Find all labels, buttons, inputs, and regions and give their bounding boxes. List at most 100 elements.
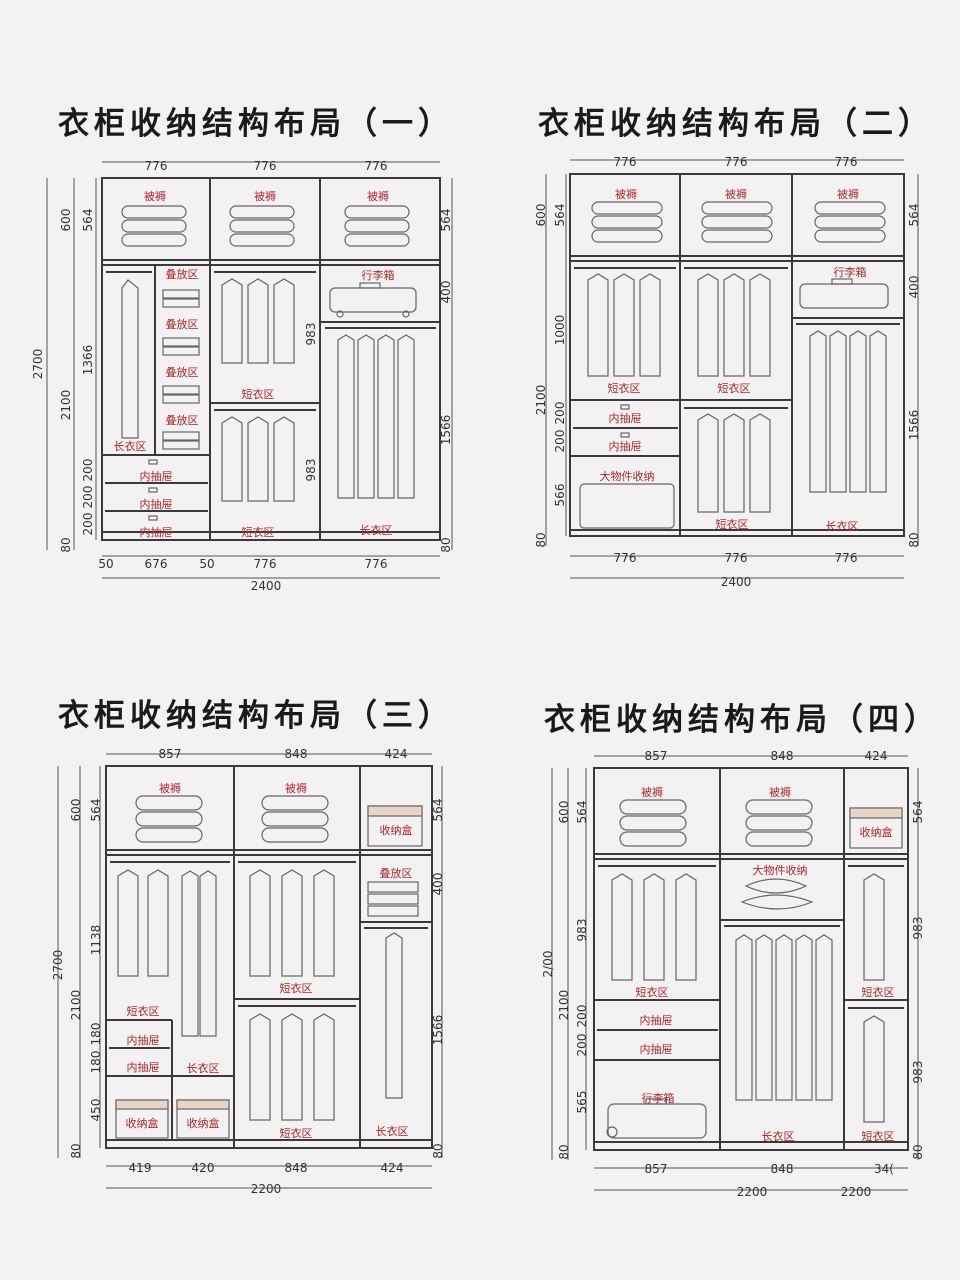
- bottom-dim: 50: [98, 557, 113, 571]
- right-dim: 983: [304, 323, 318, 346]
- short-label: 短衣区: [280, 1126, 313, 1140]
- top-dim: 857: [645, 749, 668, 763]
- left-dim: 2100: [534, 385, 548, 416]
- quilt-label: 被褥: [285, 781, 307, 795]
- short-label: 短衣区: [862, 985, 895, 999]
- top-dim: 776: [365, 159, 388, 173]
- luggage-label: 行李箱: [642, 1091, 675, 1105]
- left-inner-dim: 564: [553, 204, 567, 227]
- long-label: 长衣区: [762, 1129, 795, 1143]
- quilt-label: 被褥: [837, 187, 859, 201]
- top-dim: 848: [771, 749, 794, 763]
- cabinet-frame: [101, 177, 441, 541]
- short-label: 短衣区: [716, 517, 749, 531]
- bottom-dim: 776: [365, 557, 388, 571]
- bottom-dim: 857: [645, 1162, 668, 1176]
- bottom-dim: 424: [381, 1161, 404, 1175]
- quilt-icon: [229, 205, 295, 247]
- storage-box-icon: [849, 807, 903, 849]
- left-inner-dim: 1138: [89, 925, 103, 956]
- left-inner-dim: 983: [575, 919, 589, 942]
- fold-label: 叠放区: [380, 866, 413, 880]
- quilt-label: 被褥: [367, 189, 389, 203]
- left-inner-dim: 565: [575, 1091, 589, 1114]
- short-label: 短衣区: [242, 525, 275, 539]
- storage-box-icon: [176, 1099, 230, 1139]
- top-dim: 776: [254, 159, 277, 173]
- storage-box-icon: [115, 1099, 169, 1139]
- top-dim: 424: [385, 747, 408, 761]
- left-dim: 80: [534, 532, 548, 547]
- top-dim: 776: [725, 155, 748, 169]
- short-coat-icon: [697, 273, 771, 377]
- left-inner-dim: 200: [553, 430, 567, 453]
- left-dim: 2100: [69, 990, 83, 1021]
- left-inner-dim: 564: [81, 209, 95, 232]
- left-inner-dim: 200: [575, 1034, 589, 1057]
- short-label: 短衣区: [862, 1129, 895, 1143]
- right-dim: 1566: [439, 415, 453, 446]
- right-dim: 80: [907, 532, 921, 547]
- fold-label: 叠放区: [166, 267, 199, 281]
- short-label: 短衣区: [242, 387, 275, 401]
- left-dim: 600: [557, 801, 571, 824]
- bottom-dim: 776: [254, 557, 277, 571]
- left-inner-dim: 200: [81, 459, 95, 482]
- quilt-icon: [591, 201, 663, 243]
- drawer-label: 内抽屉: [140, 497, 173, 511]
- drawer-label: 内抽屉: [640, 1042, 673, 1056]
- right-dim: 400: [439, 281, 453, 304]
- luggage-label: 行李箱: [834, 265, 867, 279]
- long-label: 长衣区: [187, 1061, 220, 1075]
- box-label: 收纳盒: [860, 825, 893, 839]
- drawer-label: 内抽屉: [609, 439, 642, 453]
- short-coat-icon: [863, 873, 885, 981]
- total-width: 2200: [841, 1185, 872, 1199]
- right-dim: 80: [911, 1144, 925, 1159]
- top-dim: 776: [145, 159, 168, 173]
- left-dim: 2100: [59, 390, 73, 421]
- short-coat-icon: [697, 413, 771, 513]
- short-label: 短衣区: [127, 1004, 160, 1018]
- suitcase-icon: [329, 282, 417, 318]
- quilt-icon: [701, 201, 773, 243]
- left-inner-dim: 200: [81, 513, 95, 536]
- short-coat-icon: [863, 1015, 885, 1123]
- quilt-icon: [745, 799, 813, 847]
- long-coat-icon: [735, 934, 833, 1101]
- bottom-dim: 676: [145, 557, 168, 571]
- bottom-dim: 848: [771, 1162, 794, 1176]
- quilt-label: 被褥: [769, 785, 791, 799]
- right-dim: 564: [431, 799, 445, 822]
- box-label: 收纳盒: [187, 1116, 220, 1130]
- top-dim: 848: [285, 747, 308, 761]
- folded-clothes-icon: [162, 289, 200, 450]
- drawer-label: 内抽屉: [609, 411, 642, 425]
- short-coat-icon: [611, 873, 697, 981]
- cabinet-frame: [593, 767, 909, 1151]
- quilt-label: 被褥: [254, 189, 276, 203]
- quilt-icon: [121, 205, 187, 247]
- short-coat-icon: [221, 278, 295, 364]
- short-coat-icon: [221, 416, 295, 502]
- pillow-icon: [740, 878, 814, 910]
- long-label: 长衣区: [114, 439, 147, 453]
- quilt-icon: [261, 795, 329, 843]
- overall-height: 2700: [51, 950, 65, 981]
- storage-box-icon: [367, 805, 423, 847]
- left-dim: 80: [557, 1144, 571, 1159]
- bottom-dim: 776: [835, 551, 858, 565]
- fold-label: 叠放区: [166, 413, 199, 427]
- top-dim: 424: [865, 749, 888, 763]
- right-dim: 564: [911, 801, 925, 824]
- long-label: 长衣区: [826, 519, 859, 533]
- right-dim: 1566: [431, 1015, 445, 1046]
- left-inner-dim: 564: [575, 801, 589, 824]
- panel-title: 衣柜收纳结构布局（一）: [58, 106, 454, 142]
- overall-height: 2700: [31, 349, 45, 380]
- quilt-label: 被褥: [725, 187, 747, 201]
- short-coat-icon: [117, 869, 169, 977]
- big-item-label: 大物件收纳: [753, 863, 808, 877]
